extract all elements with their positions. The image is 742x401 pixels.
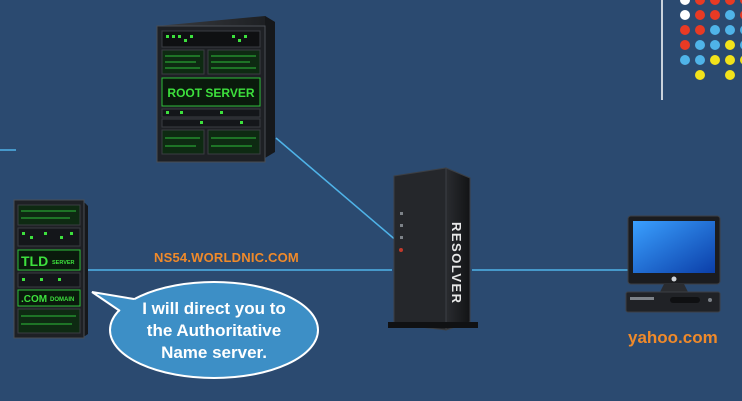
decorative-dot (710, 25, 720, 35)
decorative-dot (725, 40, 735, 50)
decorative-dot (695, 40, 705, 50)
decorative-dot (680, 10, 690, 20)
decorative-dot (725, 55, 735, 65)
decorative-dot (695, 10, 705, 20)
speech-bubble-line: the Authoritative (146, 321, 282, 340)
decorative-dot (725, 70, 735, 80)
tld-server-sign: TLD (21, 253, 48, 269)
decorative-dot (695, 55, 705, 65)
connector-root-resolver (275, 137, 399, 243)
decorative-dot (680, 40, 690, 50)
resolver-tower: RESOLVER (388, 167, 478, 331)
decorative-dot (695, 25, 705, 35)
decorative-dot (695, 70, 705, 80)
root-server-rack: ROOT SERVER (156, 16, 275, 163)
decorative-dot (725, 0, 735, 5)
decorative-dot (710, 10, 720, 20)
speech-bubble-text: I will direct you to the Authoritative N… (118, 298, 310, 364)
decorative-dot (680, 25, 690, 35)
decorative-dot-grid (680, 0, 742, 80)
tld-server-sign-small: SERVER (52, 260, 75, 266)
tld-domain-sign-small: DOMAIN (50, 297, 74, 303)
decorative-dot (680, 0, 690, 5)
decorative-dot (725, 10, 735, 20)
resolver-label: RESOLVER (449, 222, 464, 305)
root-server-sign: ROOT SERVER (167, 86, 254, 100)
client-domain-label: yahoo.com (628, 328, 718, 347)
speech-bubble-line: Name server. (161, 343, 267, 362)
speech-bubble (91, 281, 319, 379)
decorative-dot (710, 55, 720, 65)
nameserver-label: NS54.WORLDNIC.COM (154, 250, 299, 265)
decorative-dot (725, 25, 735, 35)
tld-domain-sign: .COM (21, 294, 47, 305)
decorative-dot (680, 55, 690, 65)
speech-bubble-line: I will direct you to (142, 299, 286, 318)
client-computer (625, 215, 721, 313)
decorative-dot (695, 0, 705, 5)
decorative-dot (710, 0, 720, 5)
connector-lines (0, 137, 630, 271)
tld-server-rack: TLD SERVER .COM DOMAIN (13, 199, 88, 339)
decorative-dot (710, 40, 720, 50)
